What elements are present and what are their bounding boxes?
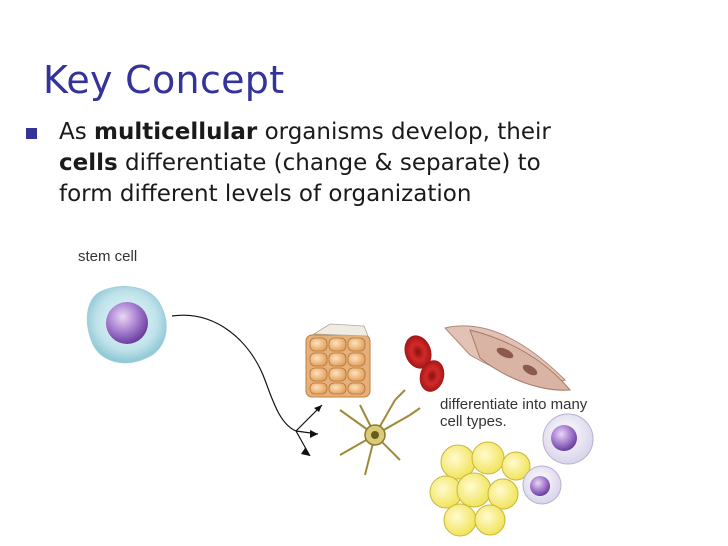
red-blood-cells-icon: [404, 335, 445, 392]
stem-cell-icon: [86, 286, 167, 364]
square-bullet-icon: [26, 128, 37, 139]
muscle-cells-icon: [444, 325, 572, 391]
bullet-line-1-prefix: As: [59, 119, 95, 145]
differentiation-arrows: [171, 314, 323, 457]
bullet-bold-multicellular: multicellular: [94, 119, 258, 145]
diagram-illustration: [86, 286, 594, 537]
bullet-line-2-suffix: differentiate (change & separate) to: [117, 150, 541, 176]
bullet-line-1: As multicellular organisms develop, thei…: [59, 117, 639, 148]
bullet-line-1-suffix: organisms develop, their: [257, 119, 551, 145]
white-blood-cells-icon: [522, 413, 594, 505]
cell-differentiation-diagram: stem cell differentiate into many cell t…: [0, 230, 728, 546]
bullet-line-2: cells differentiate (change & separate) …: [59, 148, 639, 179]
epithelial-tissue-icon: [305, 323, 371, 398]
neuron-cell-icon: [339, 389, 421, 476]
differentiate-label-line-1: differentiate into many: [440, 396, 588, 413]
differentiate-label: differentiate into many cell types.: [440, 396, 587, 430]
stem-cell-label: stem cell: [78, 248, 138, 265]
fat-cells-icon: [429, 441, 531, 537]
bullet-bold-cells: cells: [59, 150, 118, 176]
slide-title: Key Concept: [43, 58, 285, 102]
differentiate-label-line-2: cell types.: [440, 413, 507, 430]
bullet-text: As multicellular organisms develop, thei…: [59, 117, 639, 210]
bullet-line-3: form different levels of organization: [59, 181, 472, 207]
